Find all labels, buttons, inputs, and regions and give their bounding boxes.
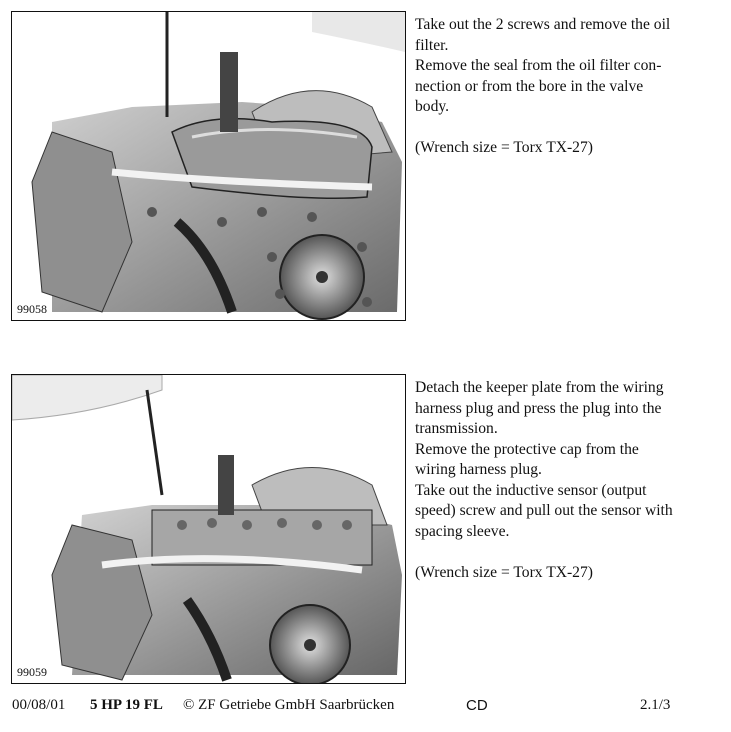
instruction-line: Take out the inductive sensor (output: [415, 481, 647, 499]
instruction-line: speed) screw and pull out the sensor wit…: [415, 502, 673, 519]
instruction-line: Take out the 2 screws and remove the oil: [415, 16, 671, 33]
figure-number: 99058: [16, 302, 48, 317]
footer-date: 00/08/01: [12, 697, 66, 713]
transmission-illustration: [12, 375, 402, 683]
transmission-photo-oil-filter: 99058: [11, 11, 406, 321]
instruction-line: transmission.: [415, 420, 498, 437]
footer-model: 5 HP 19 FL: [90, 697, 163, 713]
instruction-line: harness plug and press the plug into the: [415, 399, 662, 417]
footer-code: CD: [466, 697, 488, 714]
wrench-size-note: (Wrench size = Torx TX-27): [415, 563, 593, 581]
page-number: 2.1/3: [640, 697, 671, 713]
instruction-text-step-2: Detach the keeper plate from the wiring …: [415, 378, 715, 583]
instruction-text-step-1: Take out the 2 screws and remove the oil…: [415, 15, 715, 159]
transmission-illustration: [31, 12, 405, 320]
instruction-line: spacing sleeve.: [415, 522, 510, 540]
instruction-line: wiring harness plug.: [415, 461, 542, 478]
page-footer: 00/08/01 5 HP 19 FL © ZF Getriebe GmbH S…: [0, 697, 731, 717]
figure-number: 99059: [16, 665, 48, 680]
instruction-line: filter.: [415, 36, 449, 54]
instruction-line: nection or from the bore in the valve: [415, 77, 644, 95]
instruction-line: Remove the seal from the oil filter con-: [415, 57, 662, 74]
footer-copyright: © ZF Getriebe GmbH Saarbrücken: [183, 697, 395, 713]
instruction-line: Remove the protective cap from the: [415, 440, 639, 458]
instruction-line: Detach the keeper plate from the wiring: [415, 379, 664, 396]
instruction-line: body.: [415, 98, 450, 115]
wrench-size-note: (Wrench size = Torx TX-27): [415, 139, 593, 156]
transmission-photo-inductive-sensor: 99059: [11, 374, 406, 684]
